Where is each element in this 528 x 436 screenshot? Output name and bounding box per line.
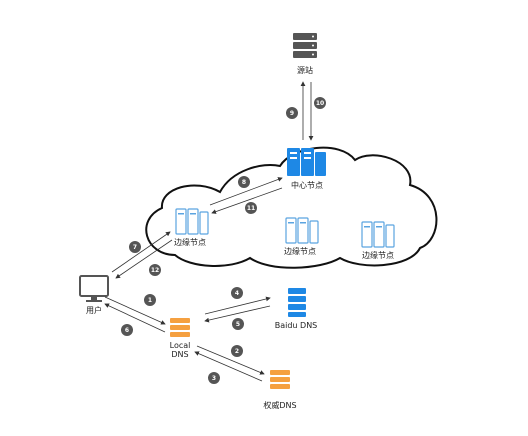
svg-text:11: 11 xyxy=(247,205,255,212)
step-badge-12: 12 xyxy=(149,264,161,276)
origin-label: 源站 xyxy=(297,65,313,75)
step-badge-9: 9 xyxy=(286,107,298,119)
step-badge-4: 4 xyxy=(231,287,243,299)
origin-server-icon xyxy=(293,33,317,58)
arrow-6 xyxy=(104,303,166,333)
step-badge-10: 10 xyxy=(314,97,326,109)
auth-dns-label: 权威DNS xyxy=(263,400,296,410)
svg-text:7: 7 xyxy=(133,244,137,251)
cdn-cloud xyxy=(145,146,438,269)
step-badge-5: 5 xyxy=(232,318,244,330)
step-badge-3: 3 xyxy=(208,372,220,384)
arrow-4 xyxy=(204,296,271,315)
svg-text:12: 12 xyxy=(151,267,159,274)
svg-text:1: 1 xyxy=(148,297,152,304)
auth-dns-server-icon xyxy=(270,370,290,389)
user-label: 用户 xyxy=(86,305,102,315)
edge-left-server-icon xyxy=(175,208,209,235)
step-badge-11: 11 xyxy=(245,202,257,214)
svg-text:9: 9 xyxy=(290,110,294,117)
edge-right-server-icon xyxy=(361,221,395,248)
step-badge-2: 2 xyxy=(231,345,243,357)
edge-right-label: 边缘节点 xyxy=(362,250,394,260)
svg-text:5: 5 xyxy=(236,321,240,328)
local-dns-label-line2: DNS xyxy=(171,350,188,359)
center-label: 中心节点 xyxy=(291,180,323,190)
step-badge-8: 8 xyxy=(238,176,250,188)
edge-mid-server-icon xyxy=(285,217,319,244)
arrow-5 xyxy=(204,305,271,323)
center-server-icon xyxy=(287,148,326,176)
arrow-11 xyxy=(211,187,283,214)
arrow-12 xyxy=(115,239,173,279)
svg-text:3: 3 xyxy=(212,375,216,382)
svg-text:6: 6 xyxy=(125,327,129,334)
arrow-2 xyxy=(196,345,265,375)
user-monitor-icon xyxy=(79,275,109,302)
flow-arrows xyxy=(104,81,314,382)
edge-mid-label: 边缘节点 xyxy=(284,246,316,256)
baidu-dns-label: Baidu DNS xyxy=(275,321,318,330)
step-badge-6: 6 xyxy=(121,324,133,336)
svg-text:10: 10 xyxy=(316,100,324,107)
baidu-dns-server-icon xyxy=(288,288,306,317)
edge-left-label: 边缘节点 xyxy=(174,237,206,247)
arrow-7 xyxy=(111,231,171,273)
arrow-8 xyxy=(209,177,283,206)
local-dns-label-line1: Local xyxy=(170,341,191,350)
arrow-1 xyxy=(104,296,166,325)
svg-text:4: 4 xyxy=(235,290,239,297)
svg-text:2: 2 xyxy=(235,348,239,355)
local-dns-server-icon xyxy=(170,318,190,337)
svg-text:8: 8 xyxy=(242,179,246,186)
step-badge-1: 1 xyxy=(144,294,156,306)
arrow-3 xyxy=(194,351,263,382)
step-badge-7: 7 xyxy=(129,241,141,253)
